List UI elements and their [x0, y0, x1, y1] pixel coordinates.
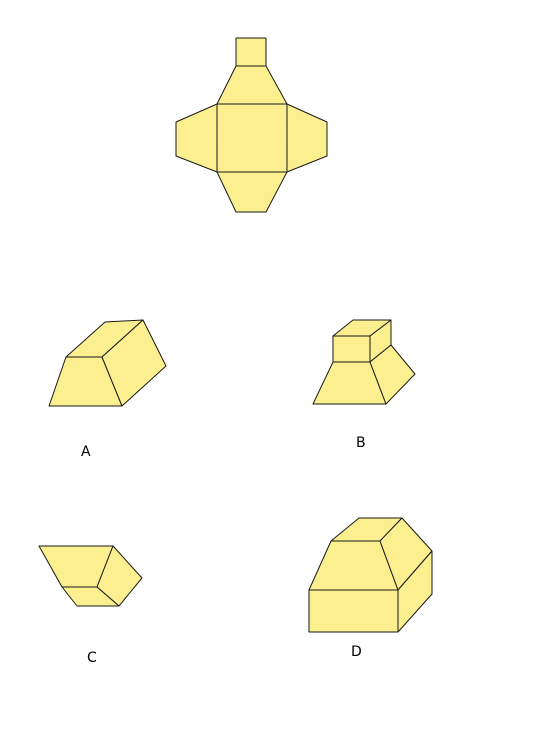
option-b-cube-front: [332, 335, 371, 363]
option-d-lower-side: [397, 550, 433, 633]
net-right-wing: [286, 103, 328, 173]
option-b-shape[interactable]: [312, 319, 416, 405]
option-b-base-side: [369, 344, 416, 405]
option-label-a[interactable]: A: [81, 444, 91, 460]
option-a-side-face: [101, 319, 167, 407]
net: [175, 37, 328, 213]
net-top-square: [235, 37, 267, 67]
net-bottom-trapezoid: [216, 171, 288, 213]
option-label-c[interactable]: C: [87, 650, 97, 666]
net-left-wing: [175, 103, 218, 173]
option-label-b[interactable]: B: [356, 435, 366, 451]
net-top-trapezoid: [216, 65, 288, 105]
option-label-d[interactable]: D: [351, 644, 362, 660]
option-a-shape[interactable]: [48, 319, 167, 407]
option-d-front-rect: [308, 589, 399, 633]
option-c-shape[interactable]: [38, 545, 143, 607]
option-c-bottom-face: [61, 586, 120, 607]
option-d-shape[interactable]: [308, 517, 433, 633]
net-center-square: [216, 103, 288, 173]
